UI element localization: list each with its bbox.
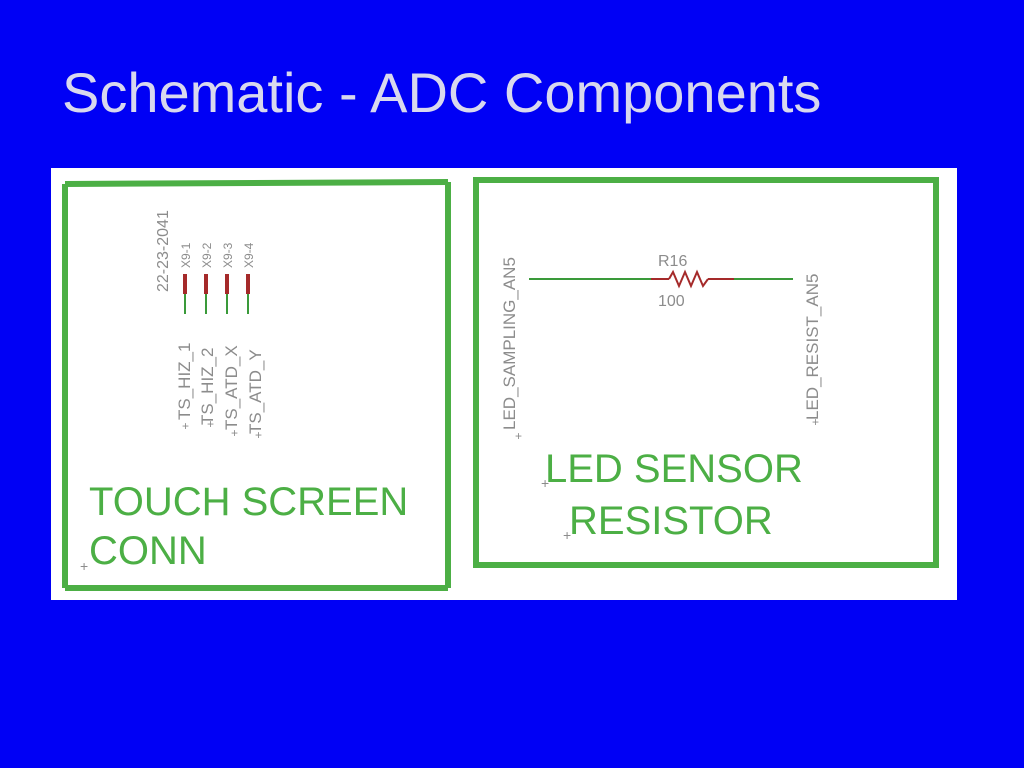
- net-label-1: TS_HIZ_1: [175, 343, 194, 420]
- resistor-value: 100: [658, 293, 685, 310]
- origin-cross: +: [231, 426, 238, 440]
- slide-title: Schematic - ADC Components: [62, 61, 822, 124]
- origin-cross: +: [541, 475, 549, 491]
- led-sensor-frame: [473, 177, 939, 568]
- pin-label-2: X9-2: [200, 242, 214, 268]
- schematic-drawing: 22-23-2041 X9-1 TS_HIZ_1 + X9-2 TS_HIZ_2…: [62, 177, 939, 591]
- origin-cross: +: [182, 419, 189, 433]
- led-sensor-label-line2: RESISTOR: [569, 499, 773, 543]
- pin-label-3: X9-3: [221, 242, 235, 268]
- net-label-3: TS_ATD_X: [222, 345, 241, 430]
- origin-cross: +: [207, 417, 214, 431]
- led-sensor-label-line1: LED SENSOR: [545, 447, 803, 491]
- connector-part-label: 22-23-2041: [155, 210, 172, 292]
- pin-label-1: X9-1: [179, 242, 193, 268]
- origin-cross: +: [255, 428, 262, 442]
- resistor-symbol: [668, 269, 709, 289]
- origin-cross: +: [563, 527, 571, 543]
- connector-pin-1: X9-1 TS_HIZ_1 +: [175, 242, 194, 433]
- net-label-2: TS_HIZ_2: [198, 348, 217, 425]
- resistor-name: R16: [658, 253, 687, 270]
- pin-label-4: X9-4: [242, 242, 256, 268]
- touch-screen-frame: [62, 179, 451, 591]
- schematic-image: 22-23-2041 X9-1 TS_HIZ_1 + X9-2 TS_HIZ_2…: [51, 168, 957, 600]
- touch-screen-label-line1: TOUCH SCREEN: [89, 480, 408, 524]
- led-right-net-label: LED_RESIST_AN5: [803, 274, 822, 420]
- connector-pin-2: X9-2 TS_HIZ_2 +: [198, 242, 217, 431]
- origin-cross: +: [812, 415, 819, 429]
- origin-cross: +: [515, 429, 522, 443]
- touch-screen-label-line2: CONN: [89, 529, 207, 573]
- led-left-net-label: LED_SAMPLING_AN5: [500, 257, 519, 430]
- connector-pin-3: X9-3 TS_ATD_X +: [221, 242, 241, 440]
- net-label-4: TS_ATD_Y: [246, 349, 265, 434]
- connector-pin-4: X9-4 TS_ATD_Y +: [242, 242, 265, 442]
- origin-cross: +: [80, 558, 88, 574]
